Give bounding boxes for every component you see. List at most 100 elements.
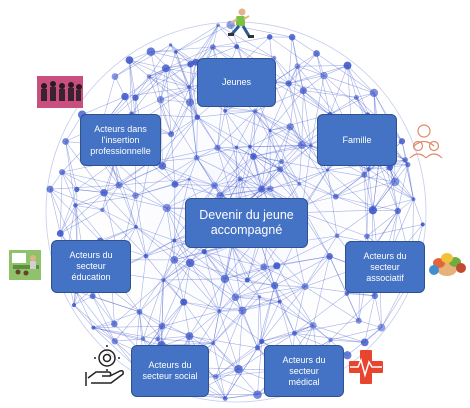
network-edge <box>139 311 163 327</box>
network-edge <box>135 63 191 98</box>
network-edge <box>197 116 237 148</box>
network-node <box>343 351 352 360</box>
network-edge <box>139 311 190 337</box>
network-node <box>353 94 359 101</box>
network-edge <box>173 259 185 303</box>
network-edge <box>259 296 314 326</box>
node-insertion-text: Acteurs dans l'insertion professionnelle <box>90 124 151 157</box>
network-edge <box>269 130 302 146</box>
network-edge <box>235 297 258 349</box>
network-edge <box>65 114 83 142</box>
network-edge <box>364 174 374 211</box>
network-node <box>328 337 333 343</box>
network-edge <box>75 195 136 206</box>
network-edge <box>274 285 314 326</box>
network-edge <box>49 188 103 211</box>
network-edge <box>330 327 382 341</box>
network-edge <box>247 279 275 286</box>
network-edge <box>131 68 167 115</box>
network-node <box>100 188 108 197</box>
network-edge <box>135 157 197 196</box>
network-edge <box>232 245 265 268</box>
network-edge <box>75 290 94 328</box>
network-edge <box>189 335 239 370</box>
network-edge <box>323 75 375 94</box>
node-medical: Acteurs du secteur médical <box>264 345 344 397</box>
network-edge <box>224 278 275 286</box>
network-edge <box>366 169 369 237</box>
network-edge <box>253 156 281 170</box>
network-edge <box>59 189 78 234</box>
center-line2: accompagné <box>210 223 283 237</box>
network-edge <box>281 161 300 185</box>
network-edge <box>65 141 76 206</box>
network-node <box>89 293 96 300</box>
network-edge <box>196 147 218 158</box>
network-edge <box>75 290 140 313</box>
network-edge <box>217 147 262 190</box>
network-edge <box>413 199 424 225</box>
network-edge <box>389 167 414 200</box>
network-edge <box>254 110 312 146</box>
network-node <box>100 207 105 213</box>
network-edge <box>190 64 198 118</box>
network-node <box>252 108 258 114</box>
network-edge <box>161 342 214 346</box>
network-node <box>216 191 224 200</box>
network-node <box>111 337 118 345</box>
network-edge <box>102 184 120 211</box>
network-edge <box>189 64 191 103</box>
network-edge <box>183 302 190 337</box>
network-node <box>59 169 66 176</box>
network-edge <box>327 169 374 211</box>
network-edge <box>281 161 328 171</box>
network-edge <box>163 251 205 281</box>
network-edge <box>288 65 348 84</box>
network-edge <box>212 311 220 344</box>
network-node <box>161 64 170 73</box>
network-edge <box>316 53 331 115</box>
network-edge <box>212 310 243 344</box>
network-edge <box>157 335 190 340</box>
network-edge <box>213 342 239 370</box>
network-edge <box>189 310 220 337</box>
network-edge <box>235 265 278 298</box>
network-edge <box>215 347 258 377</box>
network-node <box>217 309 222 314</box>
network-edge <box>174 259 236 298</box>
network-edge <box>114 44 171 77</box>
network-edge <box>347 65 357 98</box>
network-edge <box>92 295 115 325</box>
network-edge <box>148 76 190 88</box>
network-node <box>377 323 386 332</box>
network-edge <box>240 168 281 180</box>
network-edge <box>346 293 375 297</box>
network-edge <box>49 189 61 234</box>
network-edge <box>160 99 190 103</box>
network-edge <box>310 145 336 197</box>
network-edge <box>224 369 239 399</box>
network-edge <box>139 311 144 339</box>
network-edge <box>249 126 291 147</box>
network-edge <box>163 240 175 281</box>
network-edge <box>323 75 368 116</box>
network-edge <box>269 130 281 170</box>
network-edge <box>150 51 161 100</box>
network-node <box>185 258 195 268</box>
network-edge <box>139 262 191 313</box>
network-edge <box>301 209 373 213</box>
network-edge <box>60 209 103 234</box>
network-edge <box>288 75 325 84</box>
network-node <box>161 278 166 283</box>
network-edge <box>327 169 396 183</box>
network-edge <box>291 36 317 54</box>
network-node <box>402 157 408 163</box>
network-node <box>277 166 284 173</box>
network-edge <box>65 141 105 193</box>
network-edge <box>224 265 277 280</box>
network-edge <box>118 178 190 186</box>
network-edge <box>269 66 298 131</box>
network-edge <box>273 57 289 84</box>
network-edge <box>303 90 312 146</box>
network-edge <box>162 116 198 167</box>
